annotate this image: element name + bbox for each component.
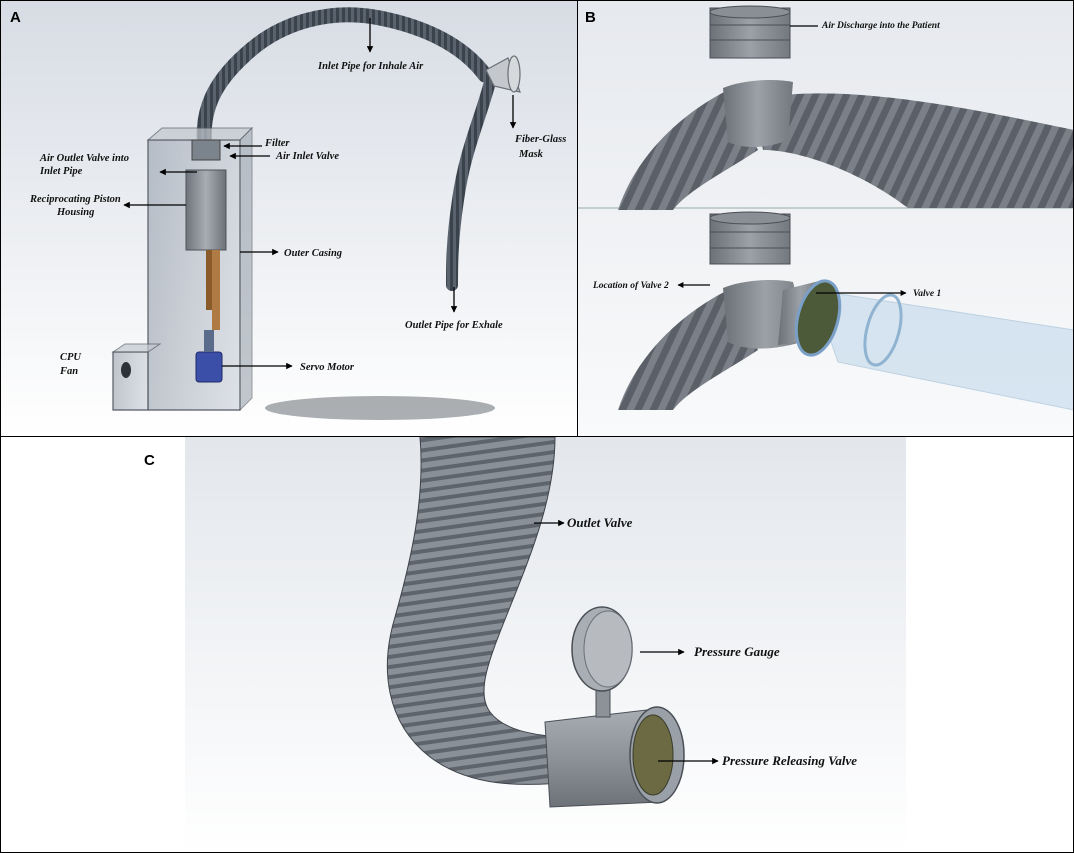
panel-a-drawing: Inlet Pipe for Inhale Air Filter Fiber-G… bbox=[0, 0, 577, 436]
label-outlet-pipe: Outlet Pipe for Exhale bbox=[405, 320, 503, 331]
label-filter: Filter bbox=[264, 138, 290, 149]
label-fiber-glass-mask: Fiber-Glass bbox=[514, 134, 566, 145]
label-outlet-valve: Outlet Valve bbox=[567, 515, 633, 530]
border-vertical-divider bbox=[577, 0, 578, 437]
label-cpu-fan: CPU bbox=[60, 352, 82, 363]
label-air-discharge: Air Discharge into the Patient bbox=[821, 21, 940, 31]
panel-a: Inlet Pipe for Inhale Air Filter Fiber-G… bbox=[0, 0, 577, 436]
label-pressure-releasing-valve: Pressure Releasing Valve bbox=[722, 753, 857, 768]
label-fiber-glass-mask-line2: Mask bbox=[518, 149, 544, 160]
label-cpu-fan-line2: Fan bbox=[59, 366, 78, 377]
panel-c-drawing: Outlet Valve Pressure Gauge Pressure Rel… bbox=[185, 437, 906, 853]
panel-b-letter: B bbox=[585, 9, 596, 26]
outlet-hose bbox=[446, 76, 496, 291]
piston-housing-shape bbox=[185, 169, 227, 251]
label-valve-1: Valve 1 bbox=[913, 289, 941, 299]
label-air-inlet-valve: Air Inlet Valve bbox=[275, 151, 339, 162]
label-servo-motor: Servo Motor bbox=[300, 362, 355, 373]
label-pressure-gauge: Pressure Gauge bbox=[694, 644, 780, 659]
inlet-hose bbox=[196, 7, 493, 158]
border-horizontal-divider bbox=[0, 436, 1074, 437]
panel-c: Outlet Valve Pressure Gauge Pressure Rel… bbox=[0, 437, 1074, 853]
label-air-outlet-valve: Air Outlet Valve into bbox=[39, 153, 129, 164]
label-outer-casing: Outer Casing bbox=[284, 248, 342, 259]
panel-b: Air Discharge into the Patient Location … bbox=[578, 0, 1074, 436]
panel-a-letter: A bbox=[10, 9, 21, 26]
valve-1-mesh bbox=[794, 279, 842, 357]
label-valve-2: Location of Valve 2 bbox=[592, 281, 669, 291]
label-air-outlet-valve-line2: Inlet Pipe bbox=[39, 166, 83, 177]
label-inlet-pipe: Inlet Pipe for Inhale Air bbox=[317, 61, 424, 72]
panel-c-letter: C bbox=[144, 452, 155, 469]
label-piston-housing: Reciprocating Piston bbox=[29, 194, 121, 205]
panel-b-drawing: Air Discharge into the Patient Location … bbox=[578, 0, 1074, 436]
label-piston-housing-line2: Housing bbox=[56, 207, 94, 218]
pressure-valve-mesh bbox=[632, 714, 674, 796]
